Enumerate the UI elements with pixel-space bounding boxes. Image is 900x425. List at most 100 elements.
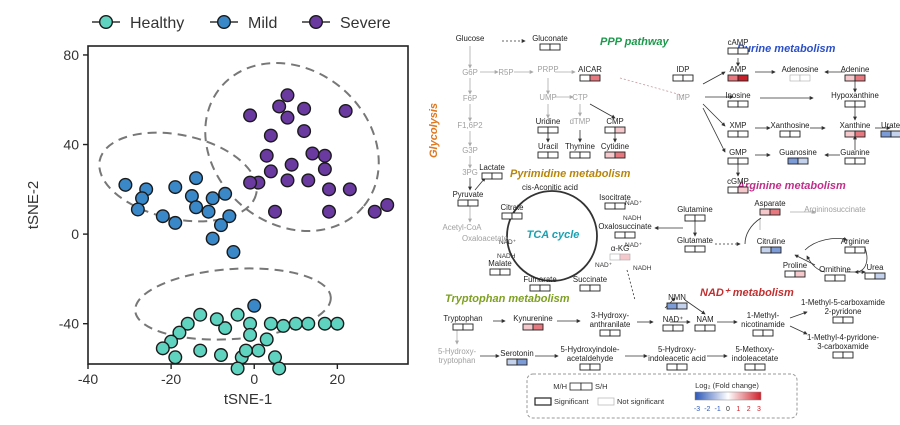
fold-change-cell-sh bbox=[737, 157, 749, 165]
x-tick-label: 20 bbox=[330, 371, 346, 387]
fold-change-cell-mh bbox=[604, 151, 616, 159]
metabolite-nmn: NMN bbox=[666, 293, 688, 310]
metabolite-label: IDP bbox=[677, 65, 690, 74]
point-mild bbox=[205, 231, 220, 246]
metabolite-hydroxyanthranilate: 3-Hydroxy-anthranilate bbox=[590, 311, 630, 337]
metabolite-label: Adenine bbox=[841, 65, 870, 74]
metabolite-label: CTP bbox=[572, 93, 588, 102]
fold-change-cell-sh bbox=[672, 324, 684, 332]
cofactor-nadh-2: NADH bbox=[633, 265, 652, 272]
fold-change-cell-mh bbox=[727, 130, 739, 138]
metabolite-f16p2: F1,6P2 bbox=[457, 121, 482, 130]
metabolite-label: Ornithine bbox=[819, 265, 851, 274]
point-mild bbox=[168, 215, 183, 230]
fold-change-cell-sh bbox=[890, 130, 900, 138]
fold-change-cell-sh bbox=[589, 363, 601, 371]
point-healthy bbox=[155, 341, 170, 356]
metabolite-xmp: XMP bbox=[727, 121, 749, 138]
legend-cell-sh bbox=[580, 382, 593, 391]
point-healthy bbox=[263, 316, 278, 331]
metabolite-label: IMP bbox=[676, 93, 690, 102]
point-healthy bbox=[213, 348, 228, 363]
metabolite-label: Arginine bbox=[841, 237, 870, 246]
metabolite-dtmp: dTMP bbox=[570, 117, 591, 126]
fold-change-cell-mh bbox=[579, 363, 591, 371]
point-severe bbox=[317, 162, 332, 177]
metabolite-methylnicotinamide: 1-Methyl-nicotinamide bbox=[741, 311, 785, 337]
point-healthy bbox=[272, 361, 287, 376]
fold-change-cell-sh bbox=[614, 202, 626, 210]
metabolite-g3p: G3P bbox=[462, 146, 478, 155]
y-tick-label: 80 bbox=[63, 47, 79, 63]
fold-change-cell-mh bbox=[752, 329, 764, 337]
x-tick-label: -20 bbox=[161, 371, 181, 387]
metabolite-label: Tryptophan bbox=[443, 314, 482, 323]
metabolite-label: Urate bbox=[881, 121, 900, 130]
metabolite-label: AMP bbox=[730, 65, 747, 74]
fold-change-cell-mh bbox=[844, 130, 856, 138]
point-mild bbox=[118, 177, 133, 192]
fold-change-cell-sh bbox=[842, 316, 854, 324]
metabolite-label: Citruline bbox=[757, 237, 786, 246]
fold-change-cell-sh bbox=[854, 74, 866, 82]
metabolite-asparate: Asparate bbox=[754, 199, 786, 216]
cofactor-nad-4: NAD⁺ bbox=[499, 239, 517, 246]
metabolite-label: 5-Methoxy-indoleacetate bbox=[732, 345, 778, 363]
fold-change-cell-sh bbox=[854, 157, 866, 165]
metabolite-label: Adenosine bbox=[782, 65, 819, 74]
fold-change-cell-mh bbox=[844, 74, 856, 82]
fold-change-cell-mh bbox=[609, 253, 621, 261]
legend-cell-mh bbox=[569, 382, 582, 391]
metabolite-uracil: Uracil bbox=[537, 142, 559, 159]
fold-change-cell-sh bbox=[682, 74, 694, 82]
fold-change-cell-sh bbox=[694, 214, 706, 222]
section-arginine: Arginine metabolism bbox=[736, 180, 846, 192]
metabolite-ctp: CTP bbox=[572, 93, 588, 102]
point-severe bbox=[317, 148, 332, 163]
fold-change-cell-mh bbox=[727, 157, 739, 165]
fold-change-cell-mh bbox=[457, 199, 469, 207]
metabolite-inosine: Inosine bbox=[725, 91, 751, 108]
legend-scale-title: Log₂ (Fold change) bbox=[695, 381, 759, 390]
fold-change-cell-mh bbox=[506, 358, 518, 366]
fold-change-cell-sh bbox=[676, 363, 688, 371]
section-tca: TCA cycle bbox=[527, 229, 580, 241]
fold-change-cell-sh bbox=[754, 363, 766, 371]
metabolite-fumarate: Fumarate bbox=[523, 275, 557, 292]
point-severe bbox=[272, 99, 287, 114]
metabolite-label: Succinate bbox=[573, 275, 607, 284]
fold-change-cell-mh bbox=[614, 231, 626, 239]
point-severe bbox=[338, 103, 353, 118]
point-healthy bbox=[230, 361, 245, 376]
point-severe bbox=[284, 157, 299, 172]
point-severe bbox=[263, 164, 278, 179]
fold-change-cell-sh bbox=[694, 245, 706, 253]
metabolite-label: XMP bbox=[730, 121, 747, 130]
pathway-svg: PPP pathway Purine metabolism Glycolysis… bbox=[428, 34, 900, 419]
fold-change-cell-sh bbox=[842, 351, 854, 359]
metabolite-label: 1-Methyl-4-pyridone-3-carboxamide bbox=[807, 333, 879, 351]
point-mild bbox=[222, 209, 237, 224]
cluster-ellipse-healthy bbox=[134, 267, 332, 341]
data-points bbox=[118, 88, 395, 376]
point-mild bbox=[247, 298, 262, 313]
metabolite-label: Cytidine bbox=[601, 142, 629, 151]
metabolite-aicar: AICAR bbox=[578, 65, 602, 82]
fold-change-cell-sh bbox=[547, 151, 559, 159]
metabolite-label: Xanthosine bbox=[770, 121, 809, 130]
legend-item-severe: Severe bbox=[302, 14, 391, 32]
metabolite-label: 5-Hydroxy-indoleacetic acid bbox=[648, 345, 706, 363]
point-healthy bbox=[172, 325, 187, 340]
fold-change-cell-mh bbox=[529, 284, 541, 292]
metabolite-label: Acetyl-CoA bbox=[443, 223, 483, 232]
point-severe bbox=[268, 204, 283, 219]
metabolite-label: G3P bbox=[462, 146, 478, 155]
fold-change-cell-mh bbox=[599, 329, 611, 337]
metabolite-label: Fumarate bbox=[523, 275, 556, 284]
metabolite-label: Oxalosuccinate bbox=[598, 222, 651, 231]
point-severe bbox=[243, 108, 258, 123]
metabolite-camp: cAMP bbox=[727, 38, 749, 55]
fold-change-cell-sh bbox=[609, 329, 621, 337]
